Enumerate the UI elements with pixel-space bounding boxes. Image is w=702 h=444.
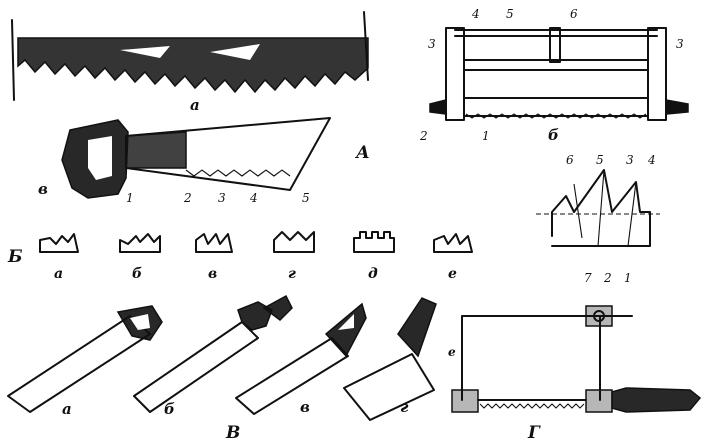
tooth-num-2: 2	[603, 271, 612, 285]
fret-saw-letter: е	[448, 345, 456, 359]
tooth-detail: 6 5 3 4 7 2 1	[536, 153, 660, 285]
hand-saw-num-1: 1	[126, 191, 134, 205]
bow-saw-num-6: 6	[570, 7, 578, 21]
hand-saw-num-5: 5	[302, 191, 310, 205]
bow-saw-left-grip	[429, 99, 447, 115]
hand-saw-num-2: 2	[183, 191, 192, 205]
saw-letter-b: б	[164, 400, 175, 418]
saw-g-handle	[397, 297, 437, 358]
saw-b-knob	[262, 294, 293, 321]
saw-v-blade	[235, 337, 349, 415]
saw-v-handle	[324, 302, 367, 358]
tooth-profile-a	[39, 233, 79, 253]
saw-letter-v: в	[300, 398, 310, 416]
tooth-num-5: 5	[596, 153, 604, 167]
tooth-profiles: а б в г д е	[39, 231, 473, 282]
fret-saw-handle	[611, 387, 702, 413]
bow-saw-num-2: 2	[419, 129, 428, 143]
saw-v-grip-hole	[338, 314, 354, 330]
bow-saw-blade	[463, 97, 649, 117]
fret-saw-right-clamp	[585, 389, 613, 413]
tooth-profile-letter-a: а	[54, 266, 63, 282]
fret-saw-frame	[461, 315, 601, 401]
saw-a-grip-hole	[130, 314, 150, 330]
saw-b-handle	[237, 301, 273, 331]
tooth-num-7: 7	[584, 271, 592, 285]
bow-saw-num-3-right: 3	[676, 37, 684, 51]
section-label-v: В	[225, 423, 240, 443]
tooth-profile-d	[353, 231, 395, 253]
twoman-saw: а	[11, 11, 369, 114]
fret-saw-screw	[593, 310, 605, 322]
twoman-highlight	[120, 44, 260, 60]
tooth-profile-letter-d: д	[368, 266, 378, 282]
tooth-profile-letter-b: б	[132, 266, 142, 282]
tooth-leader-3	[627, 181, 637, 247]
tooth-outline	[551, 169, 651, 247]
fret-saw-teeth	[479, 403, 585, 409]
tooth-profile-v	[195, 233, 233, 253]
section-label-a: А	[354, 143, 370, 163]
saw-g-blade	[343, 353, 435, 421]
twoman-left-handle	[11, 19, 15, 101]
saw-letter-a: а	[62, 400, 72, 418]
hand-saw-grip-hole	[88, 136, 112, 180]
bow-saw-teeth	[465, 113, 647, 119]
saw-b-blade	[133, 321, 259, 413]
tooth-profile-g	[273, 231, 315, 253]
twoman-letter: а	[190, 96, 200, 114]
bow-saw-num-1: 1	[482, 129, 490, 143]
tooth-profile-letter-e: е	[448, 266, 457, 282]
bow-saw-letter: б	[548, 126, 559, 144]
tooth-leader-1	[573, 183, 583, 239]
hand-saw-teeth	[185, 169, 291, 177]
bow-saw-right-grip	[665, 99, 689, 115]
hand-saw: в 1 2 3 4 5	[38, 117, 331, 205]
tooth-num-4: 4	[647, 153, 656, 167]
tooth-leader-2	[597, 169, 605, 247]
tooth-num-3: 3	[626, 153, 634, 167]
tooth-profile-letter-v: в	[208, 266, 217, 282]
bow-saw-num-4: 4	[471, 7, 480, 21]
bow-saw-twist-stick	[549, 27, 561, 63]
saws-row: а б в г	[7, 294, 437, 421]
hand-saw-num-4: 4	[249, 191, 258, 205]
bow-saw-num-3-left: 3	[428, 37, 436, 51]
fret-saw-left-clamp	[451, 389, 479, 413]
section-label-b: Б	[7, 247, 23, 267]
twoman-blade	[17, 37, 369, 94]
fret-saw: е	[448, 305, 702, 413]
hand-saw-num-3: 3	[218, 191, 226, 205]
bow-saw-stretcher	[463, 59, 649, 71]
bow-saw-num-5: 5	[506, 7, 514, 21]
bow-saw-left-post	[445, 27, 465, 121]
tooth-profile-letter-g: г	[288, 266, 296, 282]
tooth-profile-b	[119, 233, 161, 253]
bow-saw-right-post	[647, 27, 667, 121]
tooth-num-1: 1	[624, 271, 632, 285]
tooth-num-6: 6	[566, 153, 574, 167]
hand-saw-spine	[125, 131, 187, 169]
fret-saw-clamp	[585, 305, 613, 327]
saw-letter-g: г	[400, 398, 409, 416]
hand-saw-letter: в	[38, 180, 48, 198]
tooth-profile-e	[433, 233, 473, 253]
section-label-g: Г	[527, 423, 541, 443]
bow-saw: 4 5 6 3 3 2 1 б	[419, 7, 689, 144]
